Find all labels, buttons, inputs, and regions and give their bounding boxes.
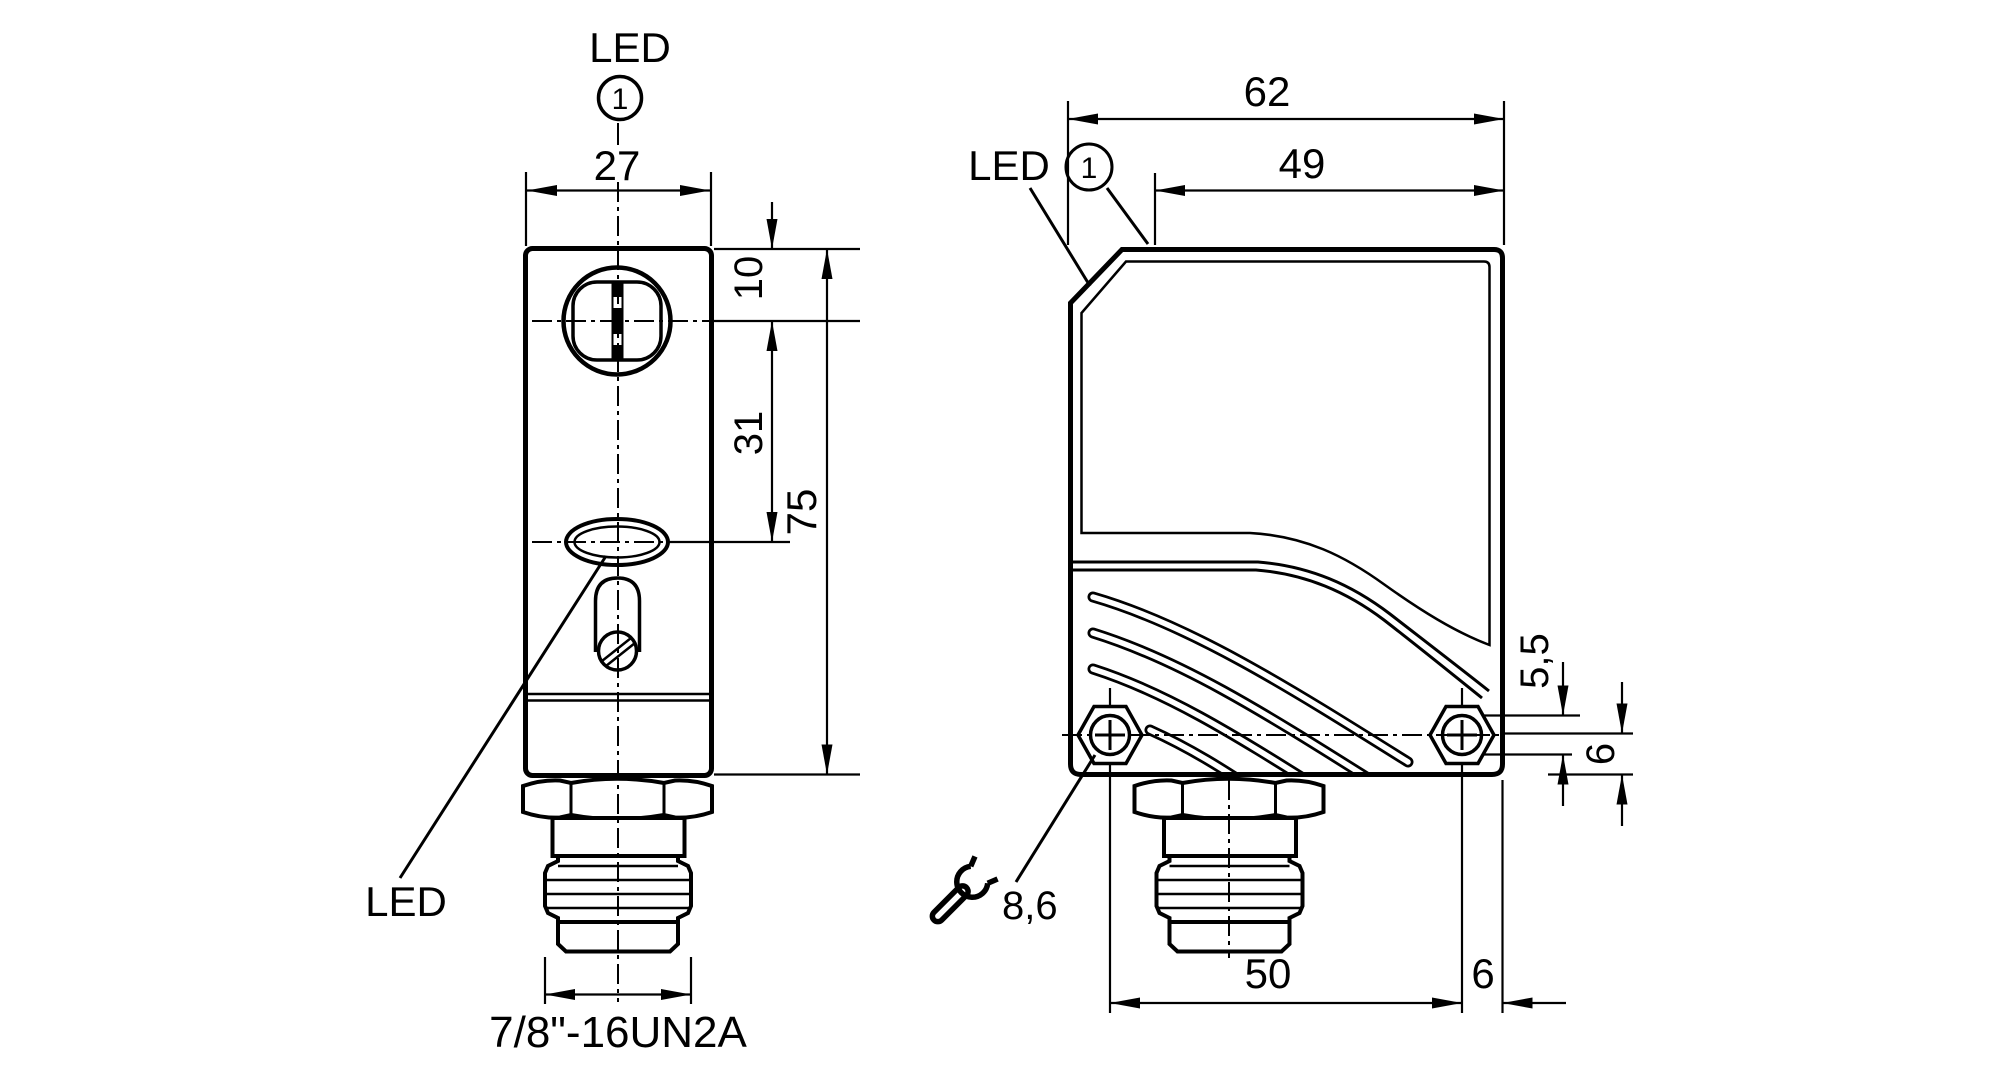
side-led-label: LED [968, 142, 1050, 189]
svg-text:27: 27 [594, 142, 641, 189]
led-leader-line [398, 555, 608, 879]
wrench-icon [929, 855, 999, 925]
circled-1-badge: 1 [596, 74, 644, 122]
dimension-led-offset-31: 31 [727, 321, 778, 542]
dimension-top-49: 49 [1153, 140, 1504, 245]
inner-outline [1080, 260, 1491, 647]
dimension-edge-offset-6: 6 [1471, 780, 1566, 1013]
dimension-depth-62: 62 [1066, 68, 1506, 245]
side-view: 62 49 LED 1 5,5 [929, 68, 1633, 1013]
dimension-thread: 7/8"-16UN2A [489, 957, 748, 1057]
separator-curve [1070, 560, 1490, 693]
circled-1-badge-side: 1 [1064, 142, 1150, 245]
connector-side [1132, 776, 1326, 954]
dimension-hole-dia-5-5: 5,5 [1484, 633, 1580, 806]
separator-curve [1070, 568, 1483, 700]
svg-text:49: 49 [1279, 140, 1326, 187]
svg-text:50: 50 [1245, 950, 1292, 997]
grip-stripes [1087, 591, 1414, 772]
wrench-size-label: 8,6 [1002, 884, 1058, 928]
dimension-hole-edge-6: 6 [1505, 682, 1633, 826]
svg-text:6: 6 [1579, 743, 1623, 765]
sensor-body-side [1068, 247, 1505, 777]
front-led-index: 1 [612, 83, 629, 116]
dimension-screw-spacing-50: 50 [1110, 950, 1462, 1009]
thread-spec-label: 7/8"-16UN2A [489, 1008, 747, 1057]
side-led-index: 1 [1081, 152, 1098, 185]
svg-text:5,5: 5,5 [1513, 633, 1557, 689]
front-led-bottom-label: LED [365, 878, 447, 925]
svg-text:6: 6 [1471, 950, 1494, 997]
svg-text:31: 31 [727, 411, 771, 456]
svg-text:75: 75 [778, 489, 825, 536]
svg-text:10: 10 [727, 256, 771, 301]
front-view: LED 1 27 10 31 [365, 24, 860, 1057]
dimension-lens-offset-10: 10 [727, 202, 778, 300]
led-leader-line [1028, 187, 1092, 287]
wrench-leader-line [1014, 754, 1097, 883]
front-led-label: LED [589, 24, 671, 71]
dimension-height-75: 75 [778, 249, 833, 775]
dimension-width-27: 27 [524, 142, 713, 246]
svg-text:62: 62 [1244, 68, 1291, 115]
